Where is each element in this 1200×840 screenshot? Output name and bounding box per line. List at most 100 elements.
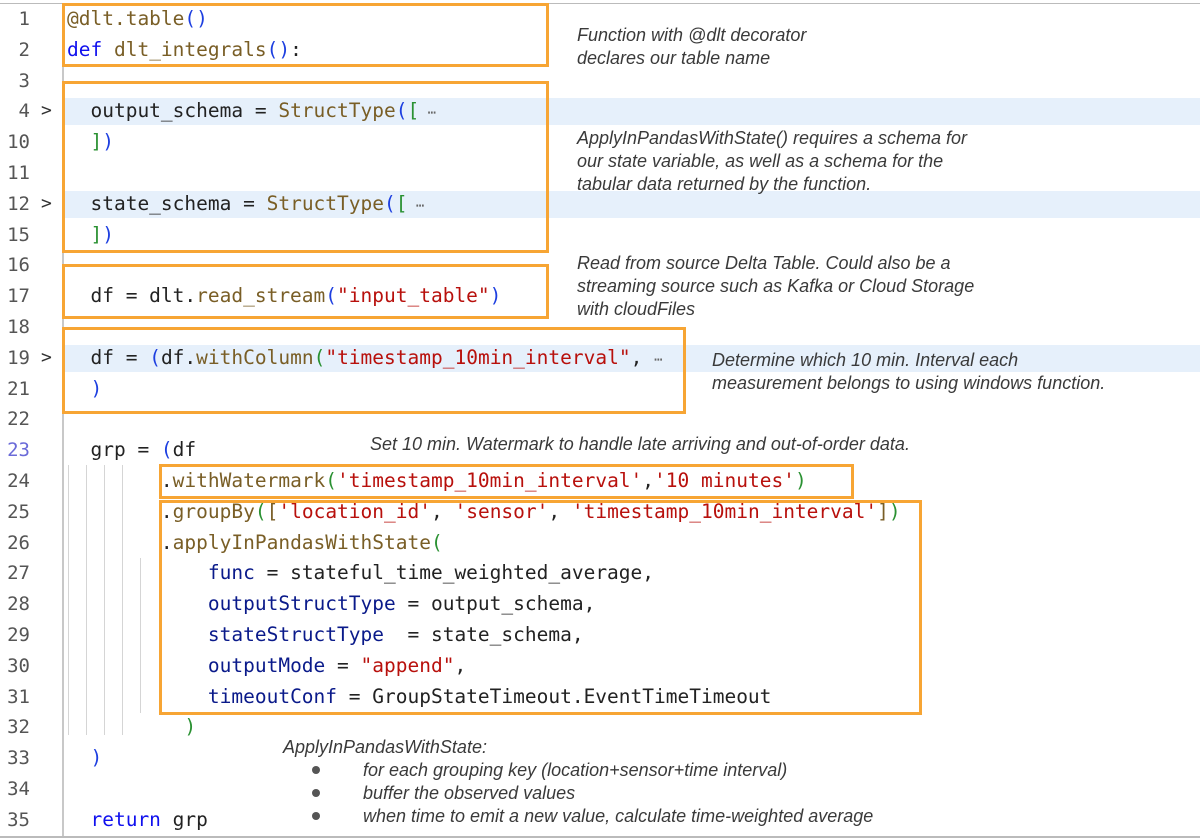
code-line[interactable]: 33 ) bbox=[0, 743, 1200, 774]
code-token: ( bbox=[384, 191, 396, 215]
fold-chevron-icon[interactable]: > bbox=[41, 192, 52, 214]
highlight-box-decorator bbox=[62, 3, 549, 67]
code-line[interactable]: 15 ]) bbox=[0, 220, 1200, 251]
code-line[interactable]: 22 bbox=[0, 404, 1200, 435]
line-number: 1 bbox=[18, 8, 30, 30]
code-token: stateStructType bbox=[207, 622, 384, 646]
code-text: stateStructType = state_schema, bbox=[67, 620, 584, 651]
indent-guide bbox=[140, 558, 141, 713]
fold-chevron-icon[interactable]: > bbox=[41, 100, 52, 122]
line-number: 15 bbox=[7, 223, 30, 246]
code-token: ) bbox=[794, 468, 807, 492]
line-number: 32 bbox=[7, 716, 30, 739]
code-token: . bbox=[67, 530, 173, 554]
code-line[interactable]: 3 bbox=[0, 66, 1200, 97]
code-token: ] bbox=[877, 499, 889, 523]
code-token: ( bbox=[160, 438, 173, 462]
code-line[interactable]: 31 timeoutConf = GroupStateTimeout.Event… bbox=[0, 682, 1200, 713]
code-line[interactable]: 19> df = (df.withColumn("timestamp_10min… bbox=[0, 343, 1200, 374]
code-token: df = dlt. bbox=[67, 284, 197, 308]
line-number: 18 bbox=[7, 315, 30, 338]
code-line[interactable]: 32 ) bbox=[0, 712, 1200, 743]
code-token: ) bbox=[90, 746, 103, 770]
code-token: ) bbox=[102, 130, 114, 154]
code-token: grp = bbox=[67, 438, 161, 462]
code-token: StructType bbox=[266, 191, 384, 215]
code-token: , bbox=[454, 653, 467, 677]
editor-bottom-border bbox=[0, 836, 1200, 838]
code-token: = output_schema, bbox=[395, 592, 596, 616]
code-token: , bbox=[642, 468, 655, 492]
code-token bbox=[67, 715, 184, 738]
code-text: outputMode = "append", bbox=[67, 651, 466, 682]
code-token: "timestamp_10min_interval" bbox=[325, 345, 631, 369]
code-line[interactable]: 12 > state_schema = StructType([ ⋯ bbox=[0, 189, 1200, 220]
folded-ellipsis-icon[interactable]: ⋯ bbox=[654, 351, 663, 368]
folded-ellipsis-icon[interactable]: ⋯ bbox=[407, 197, 425, 214]
code-line[interactable]: 4 > output_schema = StructType([ ⋯ bbox=[0, 96, 1200, 127]
folded-line-highlight bbox=[63, 190, 1200, 218]
code-line[interactable]: 34 bbox=[0, 774, 1200, 805]
annotation-decorator-1: Function with @dlt decorator bbox=[577, 25, 807, 45]
annotation-read-3: with cloudFiles bbox=[577, 299, 696, 319]
highlight-box-schemas bbox=[62, 81, 549, 253]
bullet-icon bbox=[312, 789, 320, 797]
code-token: , bbox=[430, 499, 455, 523]
line-number: 28 bbox=[7, 593, 30, 616]
code-token: ] bbox=[90, 222, 103, 246]
code-line[interactable]: 28 outputStructType = output_schema, bbox=[0, 589, 1200, 620]
line-number: 30 bbox=[7, 654, 30, 677]
code-text: state_schema = StructType([ ⋯ bbox=[67, 189, 424, 222]
code-text: ) bbox=[67, 712, 196, 743]
code-token: outputStructType bbox=[207, 592, 396, 616]
code-line[interactable]: 26 .applyInPandasWithState( bbox=[0, 528, 1200, 559]
line-number: 12 bbox=[7, 192, 30, 215]
fold-chevron-icon[interactable]: > bbox=[41, 346, 52, 368]
code-line[interactable]: 25 .groupBy(['location_id', 'sensor', 't… bbox=[0, 497, 1200, 528]
editor-top-border bbox=[0, 3, 1200, 4]
code-line[interactable]: 1@dlt.table() bbox=[0, 4, 1200, 35]
annotation-read-2: streaming source such as Kafka or Cloud … bbox=[577, 276, 975, 296]
code-line[interactable]: 35 return grp bbox=[0, 805, 1200, 836]
code-line[interactable]: 29 stateStructType = state_schema, bbox=[0, 620, 1200, 651]
code-token: groupBy bbox=[172, 499, 255, 523]
code-text: output_schema = StructType([ ⋯ bbox=[67, 96, 436, 129]
code-line[interactable]: 30 outputMode = "append", bbox=[0, 651, 1200, 682]
code-token: StructType bbox=[278, 99, 396, 123]
code-text: return grp bbox=[67, 805, 207, 836]
code-line[interactable]: 18 bbox=[0, 312, 1200, 343]
code-token: () bbox=[266, 37, 291, 61]
code-line[interactable]: 16 bbox=[0, 250, 1200, 281]
code-line[interactable]: 27 func = stateful_time_weighted_average… bbox=[0, 558, 1200, 589]
code-token: df. bbox=[160, 345, 197, 369]
line-number: 26 bbox=[7, 531, 30, 554]
code-token: func bbox=[207, 561, 255, 585]
indent-guide bbox=[86, 465, 87, 735]
line-number: 23 bbox=[7, 439, 30, 462]
code-line[interactable]: 10 ]) bbox=[0, 127, 1200, 158]
code-text: .groupBy(['location_id', 'sensor', 'time… bbox=[67, 497, 901, 528]
annotation-read-1: Read from source Delta Table. Could also… bbox=[577, 253, 951, 273]
code-line[interactable]: 17 df = dlt.read_stream("input_table") bbox=[0, 281, 1200, 312]
line-number: 34 bbox=[7, 777, 30, 800]
code-token: ) bbox=[184, 715, 197, 739]
code-line[interactable]: 24 .withWatermark('timestamp_10min_inter… bbox=[0, 466, 1200, 497]
annotation-apply-title: ApplyInPandasWithState: bbox=[283, 737, 487, 757]
folded-ellipsis-icon[interactable]: ⋯ bbox=[419, 105, 437, 122]
code-token: output_schema = bbox=[67, 99, 279, 123]
code-token: = bbox=[325, 653, 361, 677]
code-text: grp = (df bbox=[67, 435, 196, 466]
line-number: 25 bbox=[7, 500, 30, 523]
code-line[interactable]: 11 bbox=[0, 158, 1200, 189]
line-number: 4 bbox=[18, 100, 30, 123]
code-line[interactable]: 21 ) bbox=[0, 374, 1200, 405]
code-token: read_stream bbox=[196, 284, 326, 308]
code-token bbox=[67, 808, 90, 831]
code-token: 'location_id' bbox=[278, 499, 431, 523]
code-line[interactable]: 23 grp = (df bbox=[0, 435, 1200, 466]
code-token: "append" bbox=[360, 653, 455, 677]
highlight-box-apply bbox=[159, 500, 922, 715]
annotation-apply-bullet-2: buffer the observed values bbox=[363, 783, 576, 803]
